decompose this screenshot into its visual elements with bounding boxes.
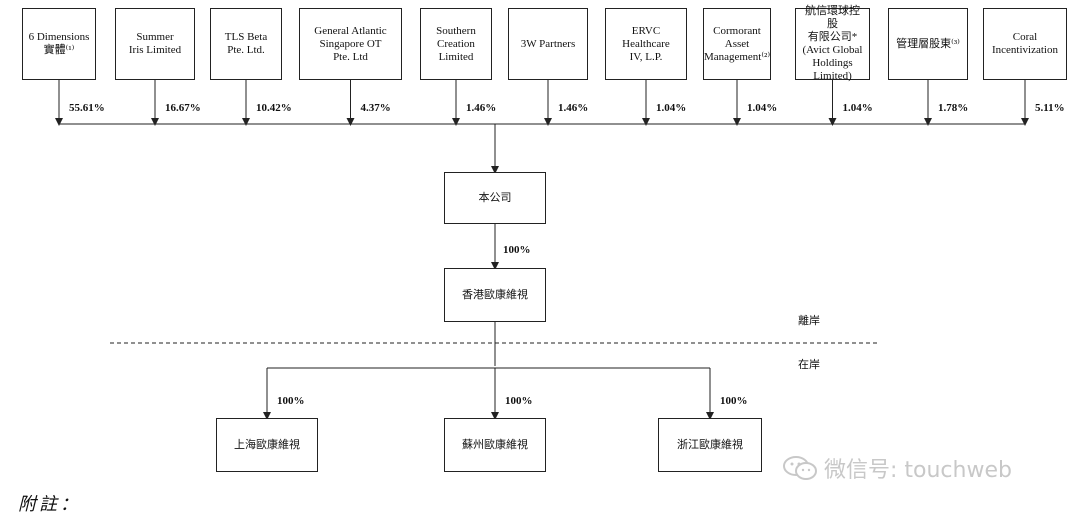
ownership-percentage: 100% (503, 244, 531, 256)
ownership-percentage: 1.04% (656, 102, 687, 114)
ownership-percentage: 100% (720, 395, 748, 407)
company-box: 本公司 (444, 172, 546, 224)
shareholder-box: General Atlantic Singapore OT Pte. Ltd (299, 8, 402, 80)
offshore-label: 離岸 (798, 315, 820, 327)
shareholder-box: 管理層股東⁽³⁾ (888, 8, 968, 80)
wechat-icon (783, 456, 817, 480)
connector-lines (55, 80, 1029, 420)
ownership-percentage: 100% (277, 395, 305, 407)
notes-heading: 附註： (18, 494, 81, 514)
entity-name: General Atlantic Singapore OT Pte. Ltd (314, 24, 387, 63)
watermark: 微信号: touchweb (782, 452, 1012, 484)
entity-name: 管理層股東⁽³⁾ (896, 37, 960, 50)
ownership-percentage: 16.67% (165, 102, 201, 114)
watermark-text: 微信号: touchweb (824, 458, 1012, 483)
entity-name: 航信環球控股 有限公司* (Avict Global Holdings Limi… (802, 5, 863, 82)
shareholder-box: TLS Beta Pte. Ltd. (210, 8, 282, 80)
hk-subsidiary-box: 香港歐康維視 (444, 268, 546, 322)
shareholder-box: Summer Iris Limited (115, 8, 195, 80)
entity-name: 香港歐康維視 (462, 288, 528, 301)
entity-name: 蘇州歐康維視 (462, 438, 528, 451)
ownership-percentage: 55.61% (69, 102, 105, 114)
entity-name: TLS Beta Pte. Ltd. (224, 31, 268, 56)
ownership-percentage: 1.04% (747, 102, 778, 114)
ownership-percentage: 1.46% (558, 102, 589, 114)
entity-name: 6 Dimensions 實體⁽¹⁾ (28, 31, 90, 56)
onshore-subsidiary-box: 浙江歐康維視 (658, 418, 762, 472)
onshore-subsidiary-box: 上海歐康維視 (216, 418, 318, 472)
shareholder-box: Southern Creation Limited (420, 8, 492, 80)
entity-name: 上海歐康維視 (234, 438, 300, 451)
ownership-percentage: 5.11% (1035, 102, 1065, 114)
shareholder-box: Coral Incentivization (983, 8, 1067, 80)
ownership-percentage: 100% (505, 395, 533, 407)
entity-name: 本公司 (478, 191, 512, 204)
entity-name: Summer Iris Limited (128, 31, 182, 56)
shareholder-box: 6 Dimensions 實體⁽¹⁾ (22, 8, 96, 80)
entity-name: 3W Partners (520, 37, 576, 50)
ownership-percentage: 1.04% (842, 102, 873, 114)
entity-name: ERVC Healthcare IV, L.P. (622, 24, 670, 63)
onshore-label: 在岸 (798, 359, 820, 371)
ownership-percentage: 4.37% (360, 102, 391, 114)
shareholder-box: ERVC Healthcare IV, L.P. (605, 8, 687, 80)
onshore-subsidiary-box: 蘇州歐康維視 (444, 418, 546, 472)
entity-name: Coral Incentivization (992, 31, 1058, 56)
shareholder-box: Cormorant Asset Management⁽²⁾ (703, 8, 771, 80)
shareholder-box: 3W Partners (508, 8, 588, 80)
entity-name: 浙江歐康維視 (677, 438, 743, 451)
ownership-percentage: 1.46% (466, 102, 497, 114)
ownership-percentage: 1.78% (938, 102, 969, 114)
shareholder-box: 航信環球控股 有限公司* (Avict Global Holdings Limi… (795, 5, 870, 82)
entity-name: Cormorant Asset Management⁽²⁾ (703, 24, 771, 63)
ownership-percentage: 10.42% (256, 102, 292, 114)
entity-name: Southern Creation Limited (436, 24, 476, 63)
